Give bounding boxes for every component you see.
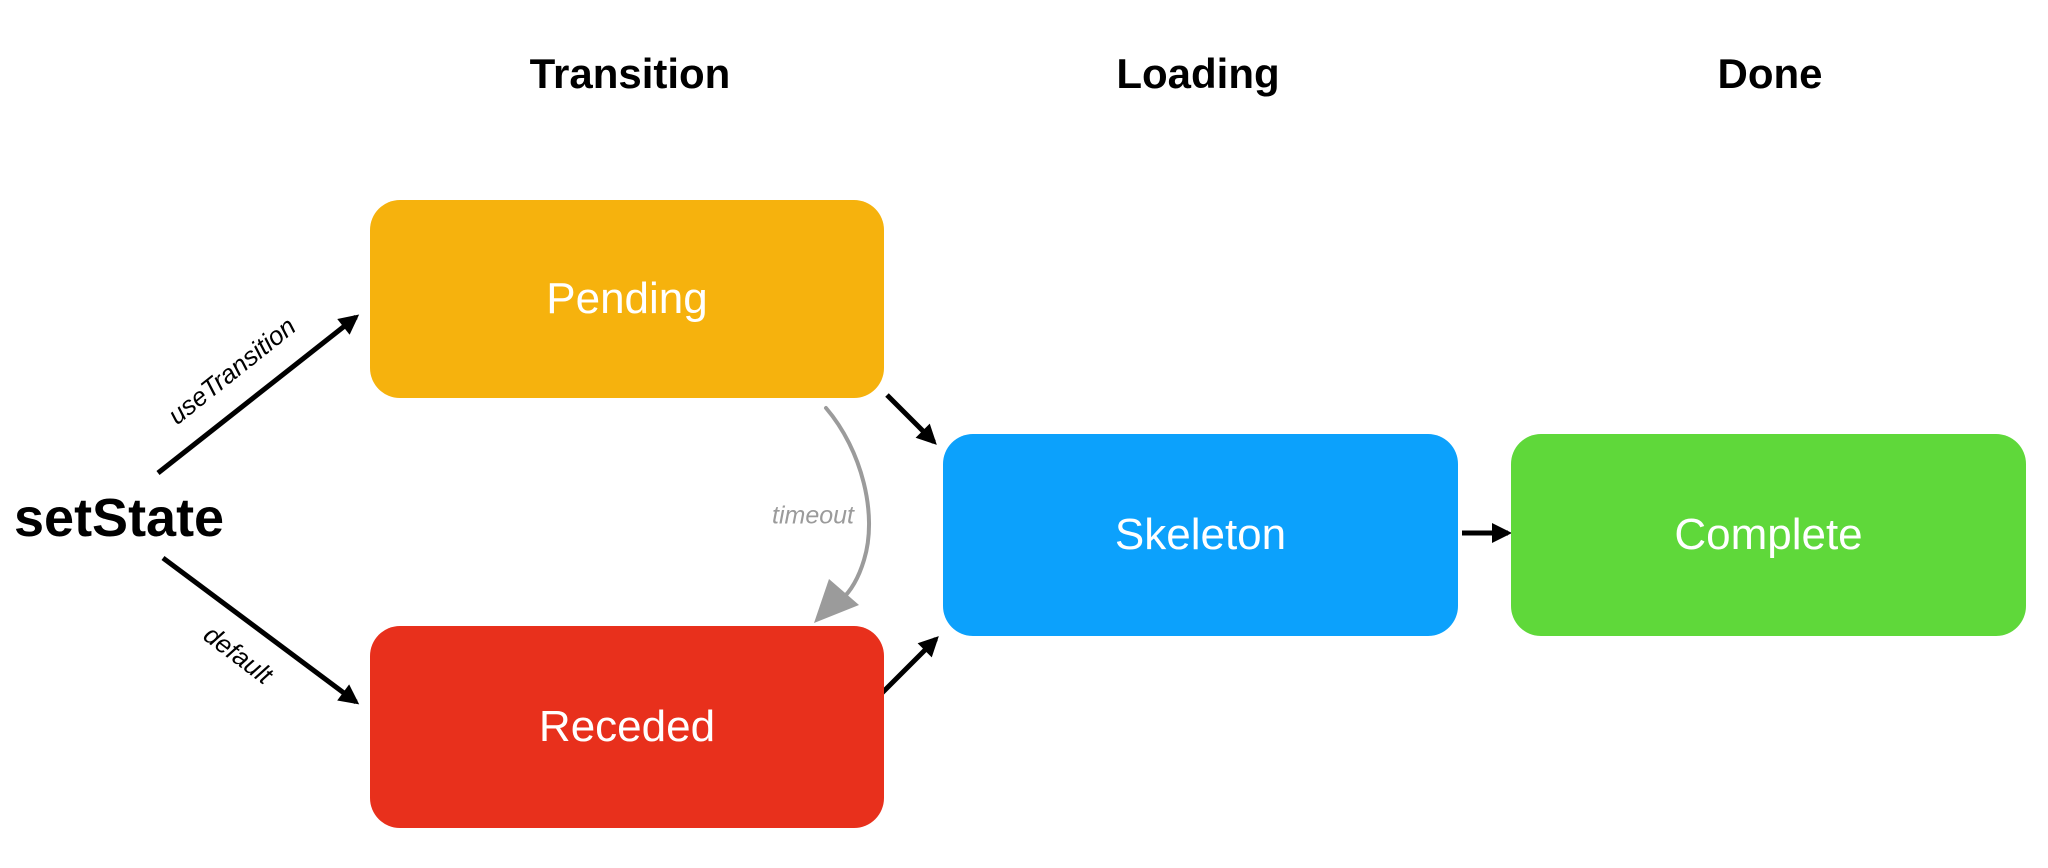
node-pending-label: Pending: [546, 274, 708, 323]
arrow-default: [161, 555, 360, 705]
column-header-loading: Loading: [1116, 50, 1280, 97]
node-receded: Receded: [370, 626, 884, 828]
arrow-timeout-curve: [824, 406, 871, 602]
arrow-pending-to-skeleton: [885, 393, 937, 445]
column-header-transition: Transition: [529, 50, 731, 97]
setstate-label: setState: [14, 488, 225, 548]
arrow-receded-to-skeleton: [880, 636, 939, 695]
edge-label-timeout: timeout: [772, 501, 854, 530]
node-complete-label: Complete: [1674, 510, 1863, 559]
node-pending: Pending: [370, 200, 884, 398]
node-skeleton-label: Skeleton: [1114, 510, 1287, 559]
node-skeleton: Skeleton: [943, 434, 1458, 636]
node-receded-label: Receded: [538, 702, 716, 751]
node-complete: Complete: [1511, 434, 2026, 636]
arrow-timeout-head-icon: [814, 579, 859, 623]
column-header-done: Done: [1717, 50, 1823, 97]
arrow-usetransition: [156, 314, 360, 475]
